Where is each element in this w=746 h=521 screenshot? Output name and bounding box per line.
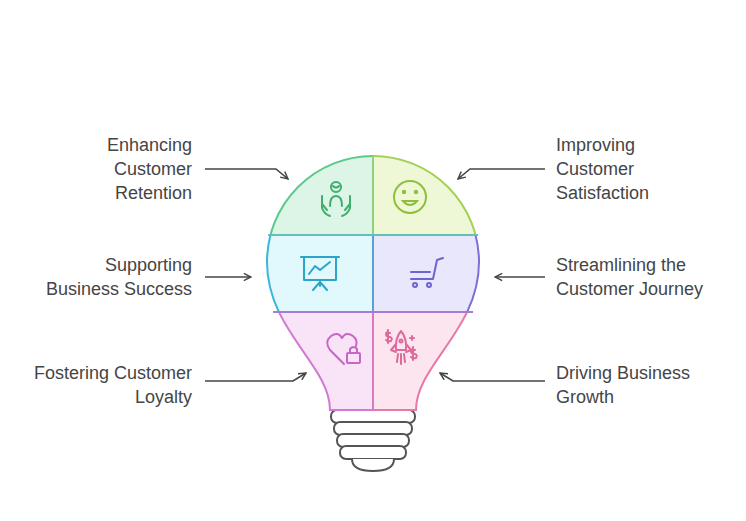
callout-label: Driving Business Growth — [556, 361, 711, 409]
satisfaction-icon — [394, 181, 426, 213]
growth-icon — [386, 330, 417, 364]
presentation-icon — [301, 257, 339, 290]
callout-label: Enhancing Customer Retention — [82, 133, 192, 205]
loyalty-icon — [327, 334, 360, 364]
bulb-base — [331, 410, 415, 471]
leader-arrows — [205, 169, 545, 381]
cart-icon — [411, 258, 443, 287]
callout-label: Supporting Business Success — [32, 253, 192, 301]
callout-label: Improving Customer Satisfaction — [556, 133, 671, 205]
retention-icon — [322, 182, 350, 216]
callout-label: Fostering Customer Loyalty — [32, 361, 192, 409]
bulb-segments — [267, 156, 479, 410]
callout-label: Streamlining the Customer Journey — [556, 253, 731, 301]
